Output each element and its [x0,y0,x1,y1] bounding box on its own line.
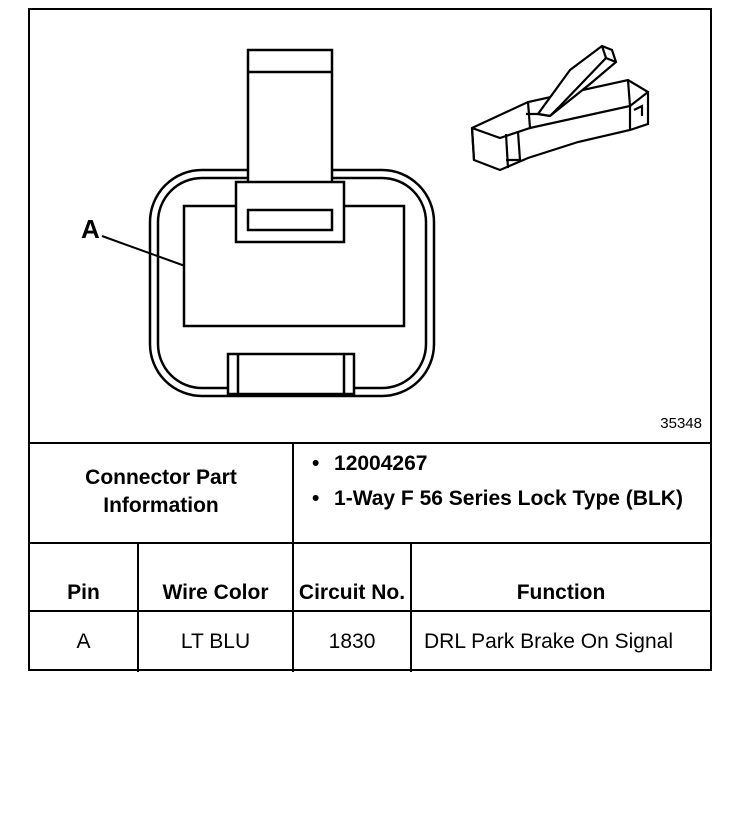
connector-type: 1-Way F 56 Series Lock Type (BLK) [312,485,710,512]
connector-sheet: A 35348 Connector Part Information 12004… [28,8,712,672]
table-row: A LT BLU 1830 DRL Park Brake On Signal [30,610,711,672]
connector-info-row: Connector Part Information 12004267 1-Wa… [30,442,711,544]
connector-table: Connector Part Information 12004267 1-Wa… [30,442,711,672]
connector-info-list: 12004267 1-Way F 56 Series Lock Type (BL… [292,442,711,544]
part-number: 12004267 [312,450,710,477]
bottom-key [226,352,356,396]
connector-drawing [101,44,650,398]
header-function: Function [410,542,711,612]
cell-function: DRL Park Brake On Signal [410,610,711,672]
callout-line [101,235,186,267]
connector-info-label: Connector Part Information [30,442,295,544]
cell-wire-color: LT BLU [136,610,295,672]
cell-pin: A [30,610,139,672]
cell-circuit: 1830 [292,610,413,672]
connector-figure: A 35348 [30,10,710,444]
pin-a-callout: A [81,214,100,244]
header-pin: Pin [30,542,139,612]
figure-number: 35348 [660,415,702,432]
table-header-row: Pin Wire Color Circuit No. Function [30,542,711,612]
connector-isometric-sketch [470,44,650,172]
header-circuit: Circuit No. [292,542,413,612]
header-wire-color: Wire Color [136,542,295,612]
